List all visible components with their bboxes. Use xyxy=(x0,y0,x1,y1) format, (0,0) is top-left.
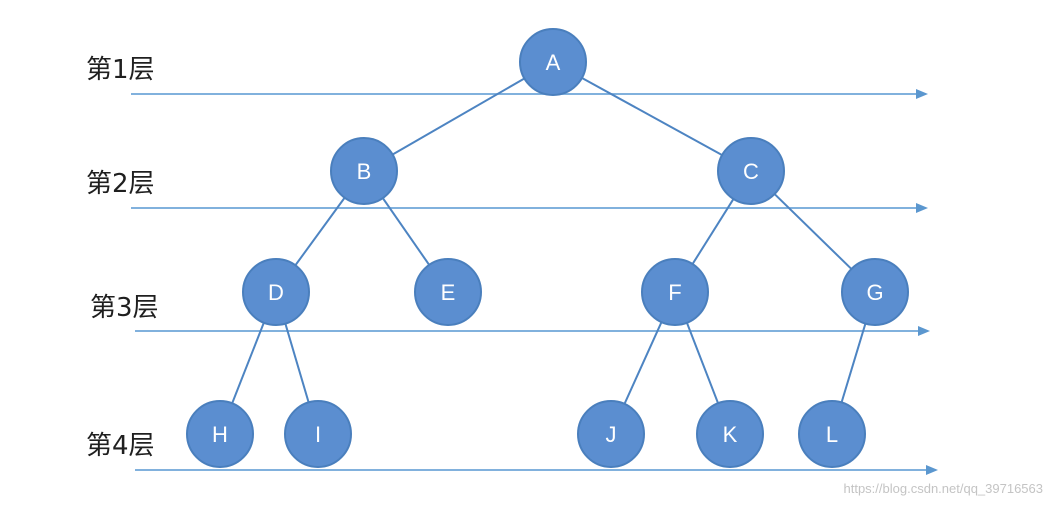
node-D: D xyxy=(242,258,310,326)
level-label-1: 第1层 xyxy=(86,55,155,85)
node-F: F xyxy=(641,258,709,326)
level-axes xyxy=(131,89,938,475)
level-label-4: 第4层 xyxy=(86,431,155,461)
node-circle-L xyxy=(798,400,866,468)
node-E: E xyxy=(414,258,482,326)
tree-edges xyxy=(230,76,867,407)
tree-nodes: A B C D E F G H I J K L xyxy=(186,28,909,468)
node-circle-K xyxy=(696,400,764,468)
edge-A-C xyxy=(579,76,725,157)
node-label-I: I xyxy=(315,422,321,447)
edge-F-K xyxy=(685,320,720,406)
node-label-D: D xyxy=(268,280,284,305)
node-circle-C xyxy=(717,137,785,205)
node-I: I xyxy=(284,400,352,468)
node-circle-J xyxy=(577,400,645,468)
edge-C-F xyxy=(690,196,736,267)
node-label-G: G xyxy=(866,280,883,305)
node-label-F: F xyxy=(668,280,681,305)
level-axis-arrowhead-4 xyxy=(926,465,938,475)
node-label-K: K xyxy=(723,422,738,447)
node-label-H: H xyxy=(212,422,228,447)
level-axis-arrowhead-2 xyxy=(916,203,928,213)
watermark: https://blog.csdn.net/qq_39716563 xyxy=(843,481,1044,496)
node-L: L xyxy=(798,400,866,468)
node-circle-A xyxy=(519,28,587,96)
node-C: C xyxy=(717,137,785,205)
node-label-L: L xyxy=(826,422,838,447)
level-label-2: 第2层 xyxy=(86,169,155,199)
edge-D-H xyxy=(230,320,266,406)
node-circle-H xyxy=(186,400,254,468)
node-J: J xyxy=(577,400,645,468)
node-G: G xyxy=(841,258,909,326)
node-circle-E xyxy=(414,258,482,326)
node-H: H xyxy=(186,400,254,468)
node-B: B xyxy=(330,137,398,205)
node-circle-D xyxy=(242,258,310,326)
edge-C-G xyxy=(772,191,854,272)
node-circle-I xyxy=(284,400,352,468)
node-label-B: B xyxy=(357,159,372,184)
edge-B-D xyxy=(293,195,347,268)
edge-F-J xyxy=(622,319,664,407)
node-label-E: E xyxy=(441,280,456,305)
node-label-A: A xyxy=(546,50,561,75)
level-label-3: 第3层 xyxy=(90,293,159,323)
node-circle-F xyxy=(641,258,709,326)
edge-A-B xyxy=(390,76,527,157)
node-label-C: C xyxy=(743,159,759,184)
node-K: K xyxy=(696,400,764,468)
level-axis-arrowhead-3 xyxy=(918,326,930,336)
edge-G-L xyxy=(840,321,867,405)
node-circle-B xyxy=(330,137,398,205)
node-circle-G xyxy=(841,258,909,326)
node-label-J: J xyxy=(606,422,617,447)
edge-D-I xyxy=(283,321,311,405)
edge-B-E xyxy=(380,195,432,268)
node-A: A xyxy=(519,28,587,96)
level-axis-arrowhead-1 xyxy=(916,89,928,99)
